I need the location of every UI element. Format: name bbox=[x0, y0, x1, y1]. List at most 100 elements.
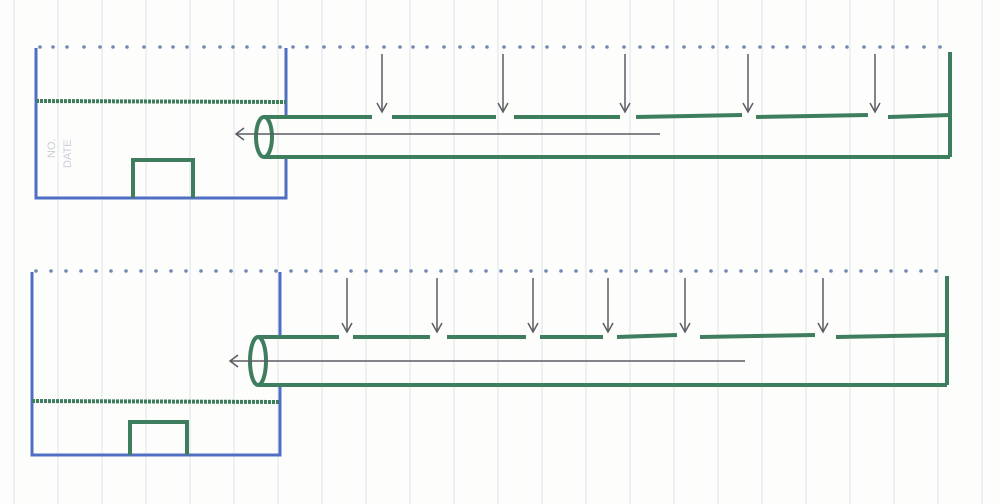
pump-box bbox=[131, 158, 195, 198]
pipe-top-segment bbox=[887, 113, 951, 119]
surface-dot bbox=[349, 269, 353, 273]
down-arrow-icon bbox=[817, 322, 829, 334]
surface-dot bbox=[754, 269, 758, 273]
surface-dot bbox=[742, 45, 746, 49]
surface-dot bbox=[305, 45, 309, 49]
surface-dot bbox=[649, 269, 653, 273]
surface-dot bbox=[49, 269, 53, 273]
surface-dot bbox=[891, 45, 895, 49]
diagram-bottom bbox=[30, 269, 949, 457]
surface-dot bbox=[278, 45, 282, 49]
tank-outline bbox=[30, 272, 282, 457]
surface-dot bbox=[111, 45, 115, 49]
surface-dot bbox=[245, 45, 249, 49]
surface-dot bbox=[411, 45, 415, 49]
surface-dot bbox=[51, 45, 55, 49]
surface-dot bbox=[38, 45, 42, 49]
down-arrow-icon bbox=[619, 102, 631, 114]
surface-dot bbox=[529, 269, 533, 273]
water-level-line bbox=[31, 399, 281, 404]
surface-dot bbox=[698, 45, 702, 49]
surface-dot bbox=[905, 45, 909, 49]
surface-dot bbox=[199, 269, 203, 273]
surface-dot bbox=[829, 269, 833, 273]
surface-dot bbox=[469, 269, 473, 273]
surface-dot bbox=[425, 45, 429, 49]
surface-dot bbox=[591, 45, 595, 49]
surface-dot bbox=[139, 269, 143, 273]
surface-dot bbox=[934, 269, 938, 273]
surface-dot bbox=[439, 269, 443, 273]
surface-dot bbox=[651, 45, 655, 49]
surface-dot bbox=[319, 269, 323, 273]
surface-dot bbox=[424, 269, 428, 273]
surface-dot bbox=[559, 269, 563, 273]
pipe-top-segment bbox=[616, 333, 678, 339]
surface-dot bbox=[664, 269, 668, 273]
surface-dot bbox=[845, 45, 849, 49]
surface-dot bbox=[322, 45, 326, 49]
pipe-top-segment bbox=[755, 113, 869, 119]
down-arrow-icon bbox=[431, 322, 443, 334]
surface-dot bbox=[544, 269, 548, 273]
surface-dot bbox=[94, 269, 98, 273]
surface-dot bbox=[262, 45, 266, 49]
flow-arrow-head-icon bbox=[234, 127, 245, 141]
surface-dot bbox=[878, 45, 882, 49]
surface-dot bbox=[904, 269, 908, 273]
down-arrow-icon bbox=[497, 102, 509, 114]
surface-dot bbox=[739, 269, 743, 273]
pipe-top-segment bbox=[635, 113, 743, 119]
surface-dot bbox=[922, 45, 926, 49]
surface-dot bbox=[365, 45, 369, 49]
surface-dot bbox=[64, 269, 68, 273]
surface-dot bbox=[694, 269, 698, 273]
surface-dot bbox=[814, 269, 818, 273]
surface-dot bbox=[578, 45, 582, 49]
pipe-top-segment bbox=[699, 333, 816, 339]
surface-dot bbox=[454, 269, 458, 273]
surface-dot bbox=[274, 269, 278, 273]
surface-dot bbox=[142, 45, 146, 49]
surface-dot bbox=[351, 45, 355, 49]
surface-dot bbox=[79, 269, 83, 273]
pump-box bbox=[128, 420, 189, 455]
surface-dot bbox=[364, 269, 368, 273]
surface-dot bbox=[125, 45, 129, 49]
surface-dot bbox=[725, 45, 729, 49]
surface-dot bbox=[394, 269, 398, 273]
surface-dot bbox=[291, 45, 295, 49]
surface-dot bbox=[784, 269, 788, 273]
down-arrow-icon bbox=[869, 102, 881, 114]
surface-dot bbox=[124, 269, 128, 273]
surface-dot bbox=[169, 269, 173, 273]
surface-dot bbox=[785, 45, 789, 49]
surface-dot bbox=[98, 45, 102, 49]
surface-dot bbox=[938, 45, 942, 49]
surface-dot bbox=[771, 45, 775, 49]
surface-dot bbox=[471, 45, 475, 49]
surface-dot bbox=[109, 269, 113, 273]
surface-dot bbox=[859, 269, 863, 273]
surface-dot bbox=[171, 45, 175, 49]
surface-dot bbox=[499, 269, 503, 273]
surface-dot bbox=[502, 45, 506, 49]
surface-dot bbox=[379, 269, 383, 273]
surface-dot bbox=[458, 45, 462, 49]
surface-dot bbox=[818, 45, 822, 49]
surface-dot bbox=[259, 269, 263, 273]
surface-dot bbox=[844, 269, 848, 273]
surface-dot bbox=[484, 269, 488, 273]
surface-dot bbox=[382, 45, 386, 49]
down-arrow-icon bbox=[742, 102, 754, 114]
surface-dot bbox=[574, 269, 578, 273]
surface-dot bbox=[218, 45, 222, 49]
surface-dot bbox=[398, 45, 402, 49]
pipe-opening-ellipse bbox=[254, 115, 274, 159]
surface-dot bbox=[231, 45, 235, 49]
surface-dot bbox=[638, 45, 642, 49]
down-arrow-icon bbox=[341, 322, 353, 334]
surface-dot bbox=[724, 269, 728, 273]
surface-dot bbox=[185, 45, 189, 49]
